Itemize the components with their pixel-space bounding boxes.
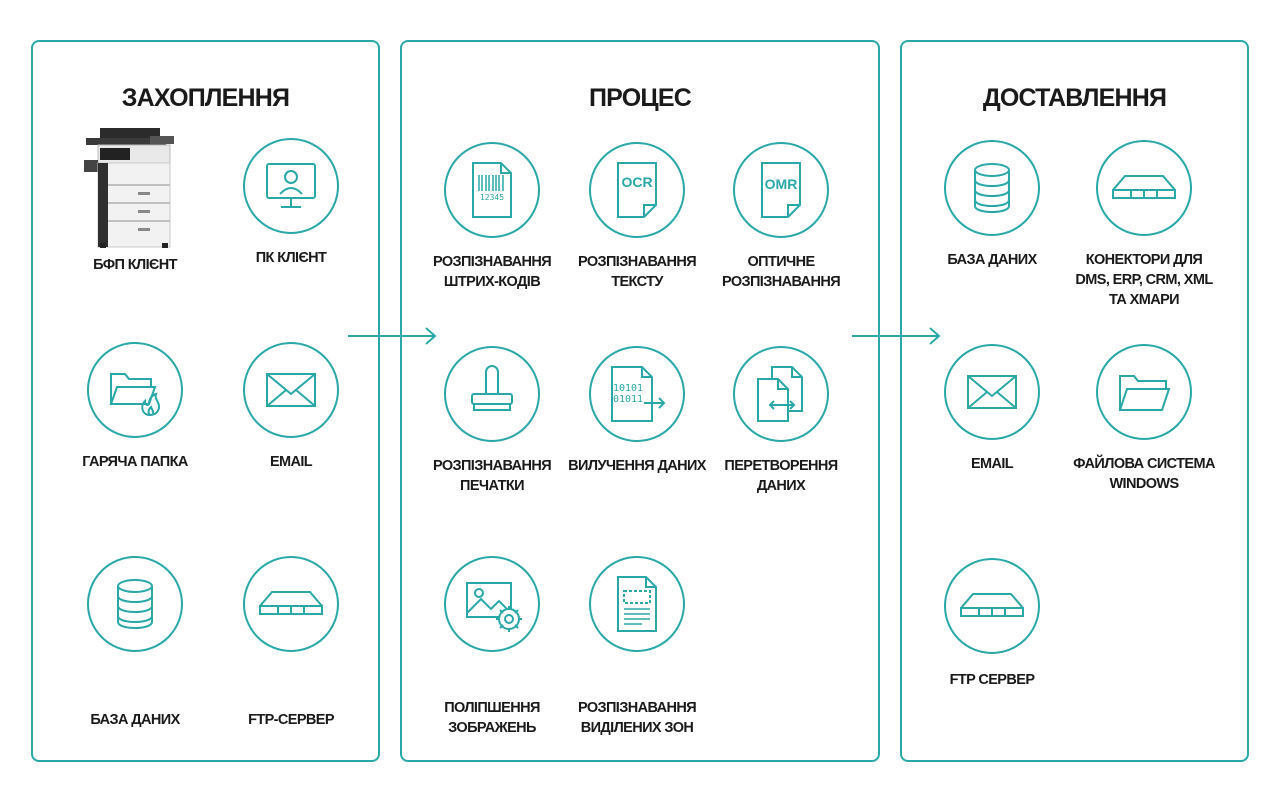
- database-icon: [87, 556, 183, 652]
- hot-folder-icon: [87, 342, 183, 438]
- stamp-icon: [444, 346, 540, 442]
- delivery-label-ftp: FTP СЕРВЕР: [949, 672, 1035, 688]
- process-item-barcode: 12345 РОЗПІЗНАВАННЯ ШТРИХ-КОДІВ: [417, 142, 567, 292]
- svg-text:OMR: OMR: [765, 176, 798, 192]
- omr-document-icon: OMR: [733, 142, 829, 238]
- process-label-conversion: ПЕРЕТВОРЕННЯ ДАНИХ: [724, 458, 838, 494]
- flow-arrow-capture-to-process: [348, 327, 437, 345]
- delivery-item-filesystem: ФАЙЛОВА СИСТЕМА WINDOWS: [1069, 344, 1219, 494]
- svg-text:OCR: OCR: [621, 174, 652, 190]
- process-item-image: ПОЛІПШЕННЯ ЗОБРАЖЕНЬ: [417, 556, 567, 738]
- mfp-printer-icon: [80, 124, 190, 249]
- delivery-title: ДОСТАВЛЕННЯ: [982, 84, 1167, 112]
- process-label-barcode: РОЗПІЗНАВАННЯ ШТРИХ-КОДІВ: [432, 254, 552, 290]
- delivery-item-database: БАЗА ДАНИХ: [917, 140, 1067, 270]
- process-label-omr: ОПТИЧНЕ РОЗПІЗНАВАННЯ: [721, 254, 841, 290]
- capture-label-pc: ПК КЛІЄНТ: [255, 250, 327, 266]
- delivery-item-email: EMAIL: [917, 344, 1067, 474]
- capture-label-email: EMAIL: [269, 454, 313, 470]
- capture-item-database: БАЗА ДАНИХ: [60, 556, 210, 730]
- capture-label-mfp: БФП КЛІЄНТ: [93, 257, 177, 273]
- process-label-stamp: РОЗПІЗНАВАННЯ ПЕЧАТКИ: [432, 458, 552, 494]
- delivery-panel: ДОСТАВЛЕННЯ БАЗА ДАНИХ КОНЕКТОРИ ДЛЯ DMS…: [900, 40, 1249, 762]
- svg-text:01011: 01011: [613, 394, 643, 405]
- envelope-icon: [243, 342, 339, 438]
- capture-item-ftp: FTP-СЕРВЕР: [216, 556, 366, 730]
- capture-item-hot-folder: ГАРЯЧА ПАПКА: [60, 342, 210, 472]
- delivery-label-filesystem: ФАЙЛОВА СИСТЕМА WINDOWS: [1073, 456, 1215, 492]
- ocr-document-icon: OCR: [589, 142, 685, 238]
- capture-panel: ЗАХОПЛЕННЯ БФП КЛІЄНТ: [31, 40, 380, 762]
- delivery-item-ftp: FTP СЕРВЕР: [917, 558, 1067, 690]
- capture-item-mfp: БФП КЛІЄНТ: [60, 124, 210, 275]
- capture-title: ЗАХОПЛЕННЯ: [121, 84, 290, 112]
- image-settings-icon: [444, 556, 540, 652]
- capture-label-hot-folder: ГАРЯЧА ПАПКА: [82, 454, 188, 470]
- process-panel: ПРОЦЕС 12345 РОЗПІЗНАВАННЯ ШТРИХ-КОДІВ O…: [400, 40, 880, 762]
- process-item-ocr: OCR РОЗПІЗНАВАННЯ ТЕКСТУ: [562, 142, 712, 292]
- process-item-extraction: 10101 01011 ВИЛУЧЕННЯ ДАНИХ: [562, 346, 712, 476]
- barcode-document-icon: 12345: [444, 142, 540, 238]
- process-item-zones: РОЗПІЗНАВАННЯ ВИДІЛЕНИХ ЗОН: [562, 556, 712, 738]
- binary-document-icon: 10101 01011: [589, 346, 685, 442]
- svg-text:10101: 10101: [613, 383, 643, 394]
- document-convert-icon: [733, 346, 829, 442]
- folder-icon: [1096, 344, 1192, 440]
- delivery-label-connectors: КОНЕКТОРИ ДЛЯ DMS, ERP, CRM, XML ТА ХМАР…: [1075, 252, 1213, 308]
- envelope-icon: [944, 344, 1040, 440]
- database-icon: [944, 140, 1040, 236]
- process-label-zones: РОЗПІЗНАВАННЯ ВИДІЛЕНИХ ЗОН: [577, 700, 697, 736]
- process-title: ПРОЦЕС: [589, 84, 692, 112]
- process-item-conversion: ПЕРЕТВОРЕННЯ ДАНИХ: [706, 346, 856, 496]
- process-label-image: ПОЛІПШЕННЯ ЗОБРАЖЕНЬ: [444, 700, 540, 736]
- server-icon: [243, 556, 339, 652]
- capture-label-ftp: FTP-СЕРВЕР: [248, 712, 334, 728]
- delivery-item-connectors: КОНЕКТОРИ ДЛЯ DMS, ERP, CRM, XML ТА ХМАР…: [1069, 140, 1219, 310]
- svg-text:12345: 12345: [480, 193, 504, 202]
- process-label-extraction: ВИЛУЧЕННЯ ДАНИХ: [568, 458, 706, 474]
- process-item-omr: OMR ОПТИЧНЕ РОЗПІЗНАВАННЯ: [706, 142, 856, 292]
- delivery-label-database: БАЗА ДАНИХ: [947, 252, 1037, 268]
- process-label-ocr: РОЗПІЗНАВАННЯ ТЕКСТУ: [577, 254, 697, 290]
- delivery-label-email: EMAIL: [970, 456, 1014, 472]
- capture-label-database: БАЗА ДАНИХ: [90, 712, 180, 728]
- server-icon: [944, 558, 1040, 654]
- capture-item-email: EMAIL: [216, 342, 366, 472]
- flow-arrow-process-to-delivery: [852, 327, 941, 345]
- zone-document-icon: [589, 556, 685, 652]
- capture-item-pc: ПК КЛІЄНТ: [216, 138, 366, 268]
- server-icon: [1096, 140, 1192, 236]
- pc-user-icon: [243, 138, 339, 234]
- process-item-stamp: РОЗПІЗНАВАННЯ ПЕЧАТКИ: [417, 346, 567, 496]
